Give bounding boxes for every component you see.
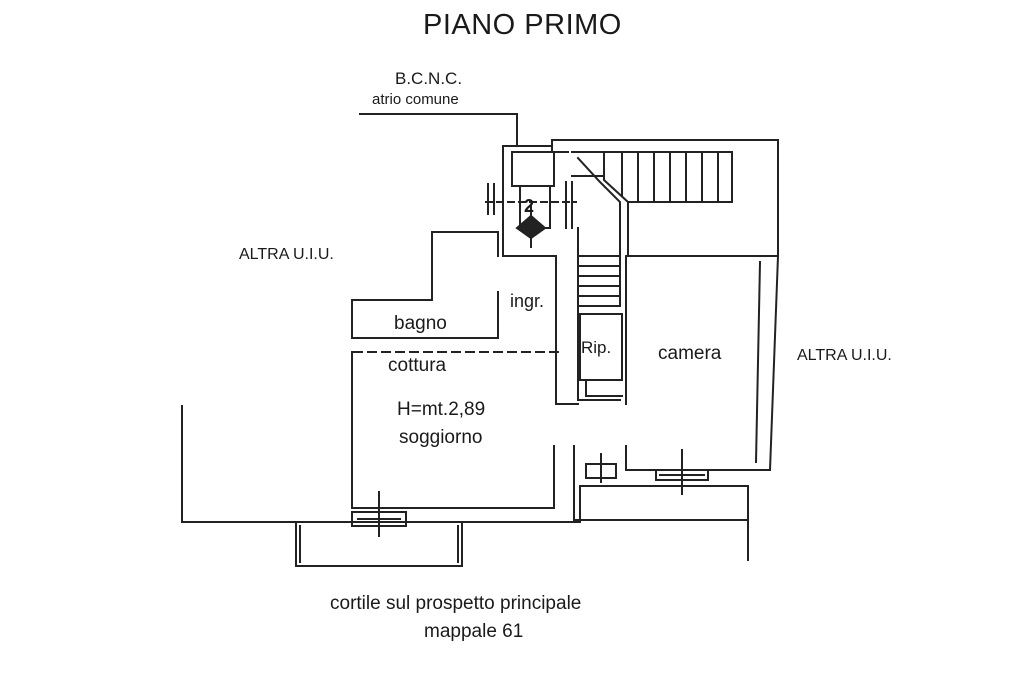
stair-arrow-icon: [515, 206, 547, 248]
living-wall: [351, 351, 437, 509]
bedroom-wall: [687, 254, 780, 471]
courtyard-boundary: [181, 405, 581, 523]
room-living: soggiorno: [399, 427, 483, 448]
window-corridor: [585, 463, 617, 479]
room-storage: Rip.: [581, 338, 612, 357]
neighbor-left-label: ALTRA U.I.U.: [239, 246, 334, 263]
window-living: [351, 511, 407, 527]
common-area-code: B.C.N.C.: [395, 69, 463, 88]
footer-parcel: mappale 61: [424, 621, 524, 642]
common-area-leader: [359, 113, 518, 147]
room-entrance: ingr.: [510, 291, 545, 311]
outer-wall: [351, 231, 499, 301]
room-height: H=mt.2,89: [397, 399, 486, 420]
room-bathroom: bagno: [394, 313, 447, 334]
lower-stair: [579, 255, 621, 307]
neighbor-right-label: ALTRA U.I.U.: [797, 347, 892, 364]
stair-landing: [511, 151, 555, 187]
plan-title: PIANO PRIMO: [423, 9, 622, 41]
stairwell-wall: [502, 145, 557, 257]
room-bedroom: camera: [658, 343, 722, 364]
storage-room: [579, 313, 623, 381]
stair-marker: 2: [524, 196, 535, 216]
bathroom-wall: [351, 291, 499, 339]
room-kitchen: cottura: [388, 355, 447, 376]
window-bedroom: [655, 469, 709, 481]
common-area-description: atrio comune: [372, 91, 459, 108]
footer-courtyard: cortile sul prospetto principale: [330, 593, 582, 614]
